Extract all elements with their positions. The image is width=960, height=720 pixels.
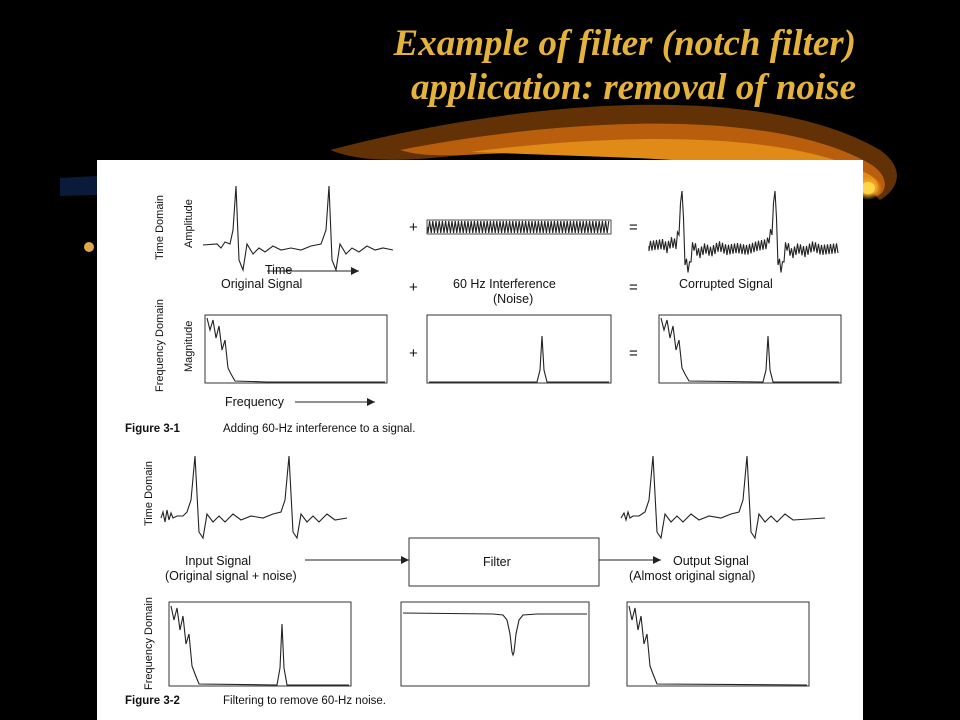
- original-signal-wave: [202, 185, 394, 273]
- figure2-caption-number: Figure 3-2: [125, 695, 180, 707]
- fig2-frequency-domain-label: Frequency Domain: [143, 597, 155, 690]
- corrupted-signal-label: Corrupted Signal: [679, 277, 773, 291]
- frequency-domain-label: Frequency Domain: [154, 299, 166, 392]
- noise-spectrum-box: [426, 314, 612, 384]
- output-signal-label: Output Signal: [673, 554, 749, 568]
- noise-label: (Noise): [493, 292, 533, 306]
- figure-panel: Time Domain Amplitude Frequency Domain M…: [97, 160, 863, 720]
- corrupted-spectrum-box: [658, 314, 842, 384]
- input-spectrum-box: [168, 601, 352, 687]
- filter-label: Filter: [483, 555, 511, 569]
- input-signal-wave: [160, 455, 348, 540]
- slide-title: Example of filter (notch filter) applica…: [136, 22, 856, 110]
- input-signal-label: Input Signal: [185, 554, 251, 568]
- slide-title-line2: application: removal of noise: [411, 67, 856, 108]
- original-spectrum-wave: [206, 317, 385, 383]
- equals-symbol: =: [629, 219, 638, 236]
- filter-response-wave: [402, 612, 587, 657]
- original-spectrum-box: [204, 314, 388, 384]
- output-signal-wave: [620, 455, 826, 540]
- figure1-caption-number: Figure 3-1: [125, 423, 181, 435]
- filter-response-box: [400, 601, 590, 687]
- interference-label: 60 Hz Interference: [453, 277, 556, 291]
- bullet-icon: [84, 242, 94, 252]
- output-spectrum-wave: [628, 605, 808, 686]
- frequency-axis-label: Frequency: [225, 395, 285, 409]
- plus-symbol: +: [409, 345, 418, 362]
- original-signal-label: Original Signal: [221, 277, 302, 291]
- slide-title-line1: Example of filter (notch filter): [393, 23, 856, 64]
- time-domain-label: Time Domain: [154, 195, 166, 260]
- equals-symbol: =: [629, 345, 638, 362]
- noise-spectrum-wave: [429, 335, 609, 383]
- figure1-caption-text: Adding 60-Hz interference to a signal.: [223, 423, 415, 435]
- filter-block: [408, 537, 600, 587]
- output-signal-note: (Almost original signal): [629, 569, 755, 583]
- amplitude-label: Amplitude: [183, 199, 195, 248]
- corrupted-signal-wave: [648, 190, 839, 273]
- equals-symbol: =: [629, 279, 638, 296]
- input-spectrum-wave: [170, 605, 349, 686]
- figure-diagram: Time Domain Amplitude Frequency Domain M…: [125, 185, 842, 707]
- input-signal-note: (Original signal + noise): [165, 569, 297, 583]
- corrupted-spectrum-wave: [660, 317, 839, 383]
- plus-symbol: +: [409, 219, 418, 236]
- output-spectrum-box: [626, 601, 810, 687]
- noise-wave: [426, 219, 612, 235]
- fig2-time-domain-label: Time Domain: [143, 461, 155, 526]
- time-axis-label: Time: [265, 263, 292, 277]
- magnitude-label: Magnitude: [183, 321, 195, 372]
- figure2-caption-text: Filtering to remove 60-Hz noise.: [223, 695, 386, 707]
- plus-symbol: +: [409, 279, 418, 296]
